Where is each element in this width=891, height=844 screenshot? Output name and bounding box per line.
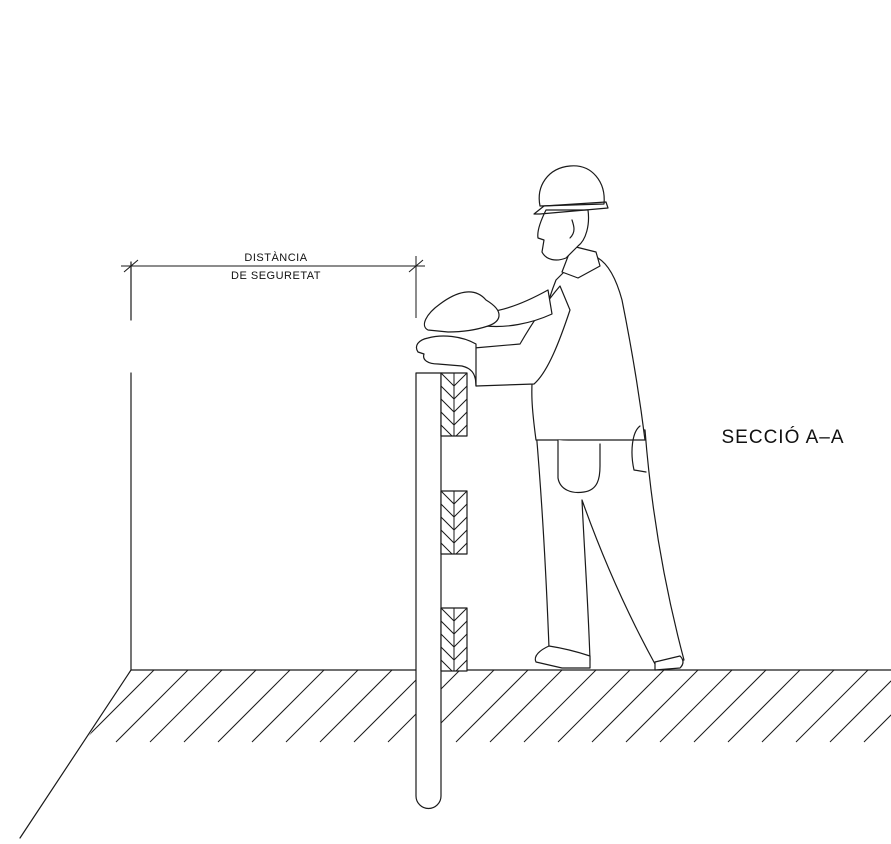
hard-hat-icon <box>538 165 605 207</box>
dimension-label-line2: DE SEGURETAT <box>231 270 321 282</box>
hatch-line <box>455 670 529 743</box>
hatch-line <box>47 670 121 743</box>
worker-boot-right <box>654 655 684 671</box>
worker-ear <box>569 219 575 239</box>
rail-post <box>415 372 442 810</box>
hatch-line <box>251 670 325 743</box>
rail-plank-middle <box>440 490 468 569</box>
hatch-line <box>829 670 891 743</box>
ground <box>19 669 891 839</box>
hatch-line <box>625 670 699 743</box>
hatch-line <box>115 670 189 743</box>
hatch-line <box>591 670 665 743</box>
hatch-line <box>727 670 801 743</box>
excavation-slope <box>19 669 132 839</box>
hard-hat-brim <box>533 201 609 215</box>
worker-figure <box>415 165 685 671</box>
rail-plank-top <box>440 372 468 451</box>
worker-glove-far <box>423 291 500 333</box>
dimension-label-line1: DISTÀNCIA <box>244 251 307 264</box>
plank-chevron <box>453 491 455 492</box>
section-title: SECCIÓ A–A <box>722 426 845 448</box>
safety-distance-dimension: DISTÀNCIA DE SEGURETAT <box>121 251 425 318</box>
worker-pocket <box>557 439 601 494</box>
hatch-line <box>81 670 155 743</box>
worker-glove-near <box>415 335 477 387</box>
hatch-line <box>489 670 563 743</box>
hatch-line <box>693 670 767 743</box>
plank-chevron <box>441 542 467 554</box>
plank-chevron <box>441 424 467 436</box>
guard-rail <box>415 372 468 810</box>
plank-chevron <box>453 608 455 609</box>
hatch-line <box>761 670 835 743</box>
plank-chevron <box>441 673 467 686</box>
worker-head <box>537 209 590 261</box>
hatch-line <box>523 670 597 743</box>
worker-collar <box>561 245 601 279</box>
plank-chevron <box>441 659 467 671</box>
hatch-line <box>557 670 631 743</box>
hatch-line <box>659 670 733 743</box>
rail-plank-bottom <box>440 607 468 686</box>
dimension-tick-left <box>123 259 139 273</box>
hatch-line <box>183 670 257 743</box>
worker-side-pocket <box>631 425 647 473</box>
worker-boot-left <box>534 645 591 669</box>
plank-chevron <box>441 556 467 569</box>
hatch-line <box>795 670 869 743</box>
plank-chevron <box>441 438 467 451</box>
hatch-line <box>319 670 393 743</box>
hatch-line <box>863 670 891 743</box>
hatch-line <box>285 670 359 743</box>
ground-hatching <box>47 670 891 743</box>
hatch-line <box>217 670 291 743</box>
hatch-line <box>149 670 223 743</box>
hatch-line <box>353 670 427 743</box>
